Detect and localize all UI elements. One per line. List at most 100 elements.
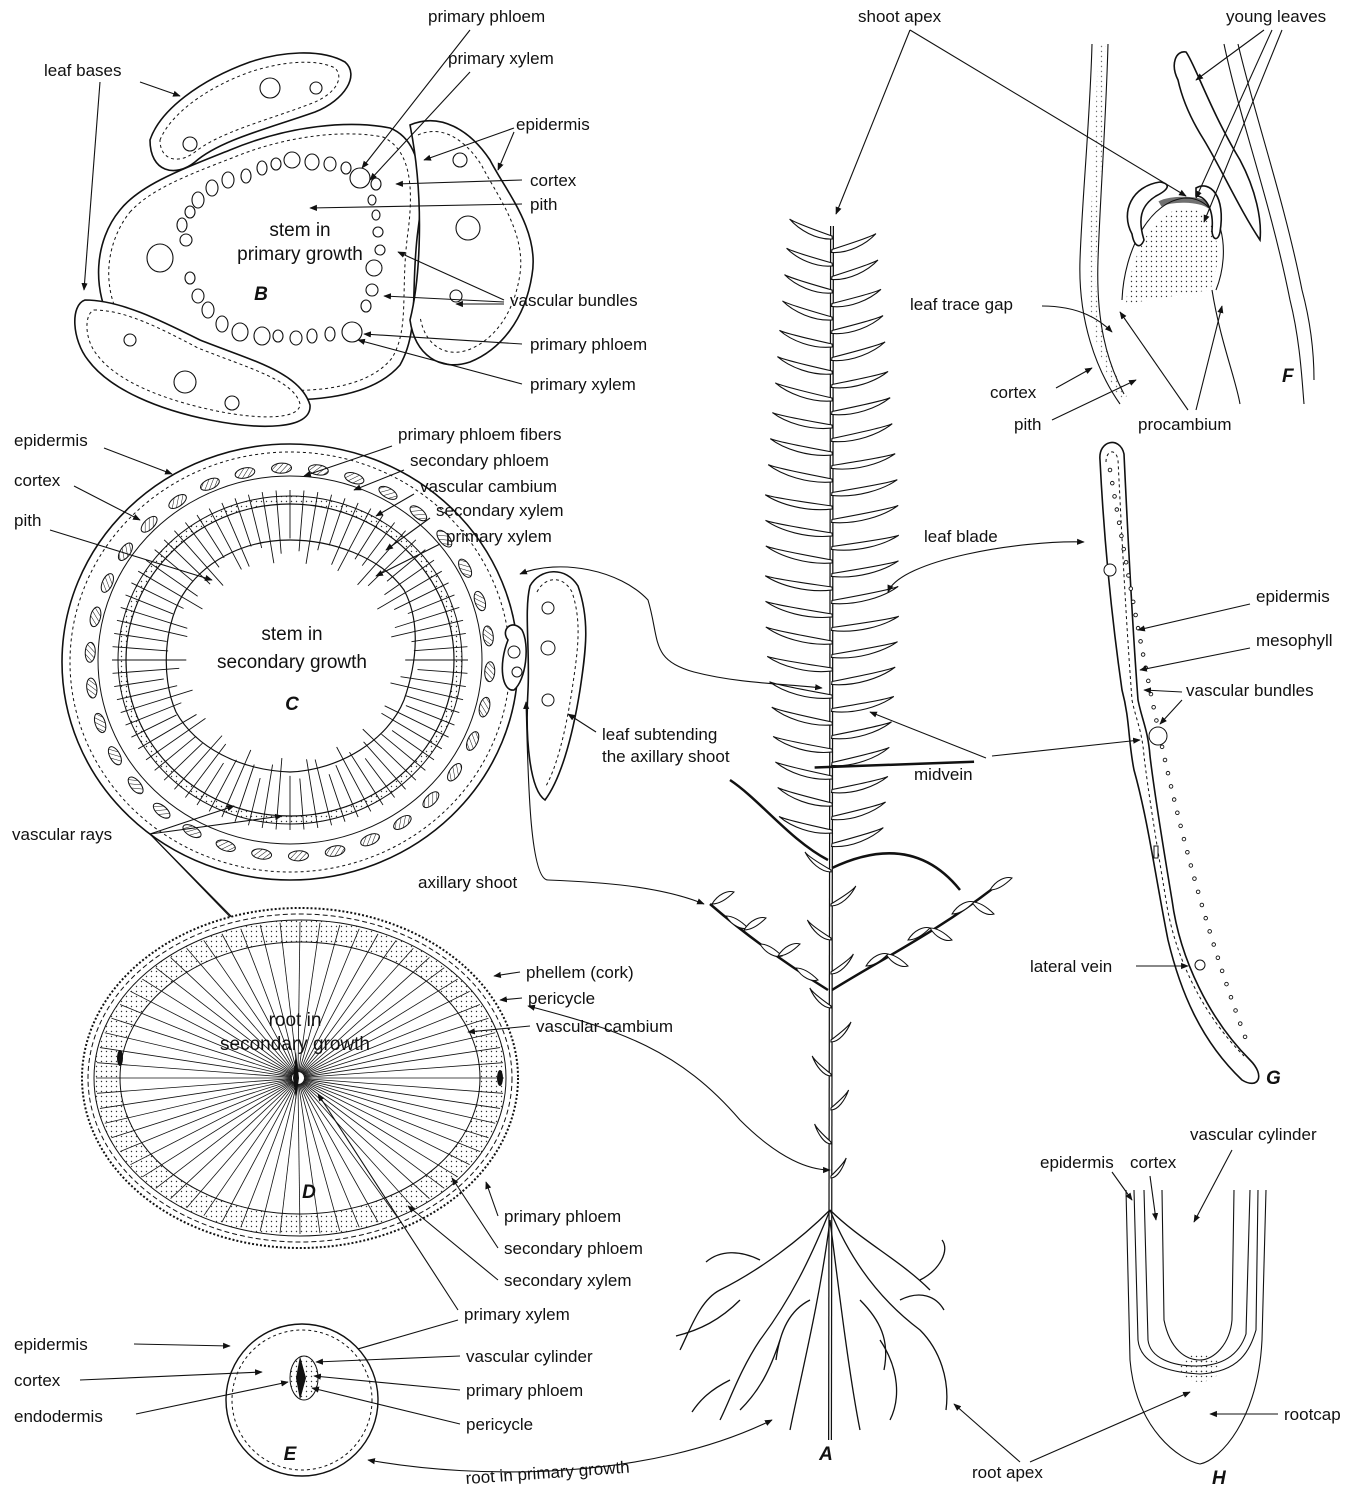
plant-roots <box>676 1210 947 1430</box>
mesophyll-cell <box>1160 745 1164 749</box>
label-d-phellem: phellem (cork) <box>526 963 634 982</box>
label-f-procambium: procambium <box>1138 415 1232 434</box>
mesophyll-cell <box>1163 758 1167 762</box>
mesophyll-cell <box>1127 574 1131 578</box>
mesophyll-cell <box>1124 560 1128 564</box>
d-center-line2: secondary growth <box>220 1034 370 1055</box>
label-c-primary-phloem-fibers: primary phloem fibers <box>398 425 561 444</box>
panel-label-d: D <box>302 1182 316 1203</box>
label-g-leaf-blade: leaf blade <box>924 527 998 546</box>
leaf <box>832 228 876 259</box>
label-c-epidermis: epidermis <box>14 431 88 450</box>
leaf <box>832 606 899 641</box>
leaf <box>807 920 831 940</box>
leaf <box>930 928 952 941</box>
label-d-secondary-phloem: secondary phloem <box>504 1239 643 1258</box>
leaf <box>952 902 974 915</box>
leaf <box>832 309 883 341</box>
leaf <box>790 214 833 244</box>
label-e-primary-phloem: primary phloem <box>466 1381 583 1400</box>
leaf <box>778 781 833 812</box>
mesophyll-cell <box>1176 811 1180 815</box>
mesophyll-cell <box>1208 930 1212 934</box>
leaf <box>766 511 833 545</box>
mesophyll-cell <box>1216 956 1220 960</box>
mesophyll-cell <box>1196 890 1200 894</box>
leaf <box>832 525 899 560</box>
leaf <box>832 579 899 612</box>
mesophyll-cell <box>1155 719 1159 723</box>
mesophyll-cell <box>1152 705 1156 709</box>
leaf <box>777 349 832 381</box>
label-c-axillary-shoot: axillary shoot <box>418 873 517 892</box>
mesophyll-cell <box>1146 679 1150 683</box>
mesophyll-cell <box>1212 943 1216 947</box>
label-c-primary-xylem: primary xylem <box>446 527 552 546</box>
label-b-pith: pith <box>530 195 557 214</box>
label-a-root-apex: root apex <box>972 1463 1043 1482</box>
panel-d-root-secondary: root in secondary growth D <box>82 908 518 1248</box>
leaf <box>726 916 748 929</box>
label-g-mesophyll: mesophyll <box>1256 631 1333 650</box>
panel-a-plant: A <box>676 214 1012 1465</box>
panel-e-root-primary: E <box>226 1324 378 1476</box>
mesophyll-cell <box>1115 508 1119 512</box>
leaf <box>886 954 908 967</box>
leaf <box>772 700 833 732</box>
mesophyll-cell <box>1113 495 1117 499</box>
label-c-vascular-cambium: vascular cambium <box>420 477 557 496</box>
label-f-cortex: cortex <box>990 383 1037 402</box>
label-b-primary-phloem-bottom: primary phloem <box>530 335 647 354</box>
label-d-vascular-cambium: vascular cambium <box>536 1017 673 1036</box>
label-h-cortex: cortex <box>1130 1153 1177 1172</box>
mesophyll-cell <box>1234 1009 1238 1013</box>
leaf <box>765 565 832 600</box>
mesophyll-cell <box>1131 600 1135 604</box>
leaf <box>990 878 1012 891</box>
c-center-line1: stem in <box>261 624 322 645</box>
label-d-primary-phloem: primary phloem <box>504 1207 621 1226</box>
label-h-rootcap: rootcap <box>1284 1405 1341 1424</box>
leaf <box>832 255 878 285</box>
leaf <box>812 1056 831 1076</box>
label-f-leaf-trace-gap: leaf trace gap <box>910 295 1013 314</box>
label-f-pith: pith <box>1014 415 1041 434</box>
mesophyll-cell <box>1129 587 1133 591</box>
leaf <box>770 430 832 463</box>
leaf <box>832 471 898 505</box>
leaf <box>832 687 894 721</box>
panel-label-g: G <box>1266 1068 1281 1089</box>
panel-h-root-apex: H <box>1126 1190 1266 1489</box>
label-b-primary-xylem-bottom: primary xylem <box>530 375 636 394</box>
mesophyll-cell <box>1189 864 1193 868</box>
mesophyll-cell <box>1229 995 1233 999</box>
label-d-primary-xylem: primary xylem <box>464 1305 570 1324</box>
mesophyll-cell <box>1149 692 1153 696</box>
phloem-fiber <box>288 850 308 861</box>
mesophyll-cell <box>1172 798 1176 802</box>
leaf <box>832 282 881 314</box>
label-d-secondary-xylem: secondary xylem <box>504 1271 632 1290</box>
mesophyll-cell <box>1169 785 1173 789</box>
label-b-vascular-bundles: vascular bundles <box>510 291 638 310</box>
mesophyll-cell <box>1225 982 1229 986</box>
leaf <box>972 902 994 915</box>
label-c-vascular-rays: vascular rays <box>12 825 112 844</box>
panel-a-labels: shoot apex root apex <box>520 7 1190 1482</box>
b-center-line2: primary growth <box>237 244 363 265</box>
label-leaf-bases: leaf bases <box>44 61 122 80</box>
mesophyll-cell <box>1204 916 1208 920</box>
c-center-line2: secondary growth <box>217 652 367 673</box>
leaf <box>832 498 899 531</box>
leaf <box>775 376 832 407</box>
panel-f-shoot-apex: F <box>1080 44 1314 404</box>
label-b-cortex: cortex <box>530 171 577 190</box>
label-f-young-leaves: young leaves <box>1226 7 1326 26</box>
leaf <box>768 457 832 489</box>
leaf <box>772 403 832 437</box>
leaf <box>810 988 831 1008</box>
leaf <box>832 336 885 367</box>
leaf <box>744 918 766 931</box>
panel-f-labels: young leaves leaf trace gap cortex pith … <box>910 7 1326 434</box>
